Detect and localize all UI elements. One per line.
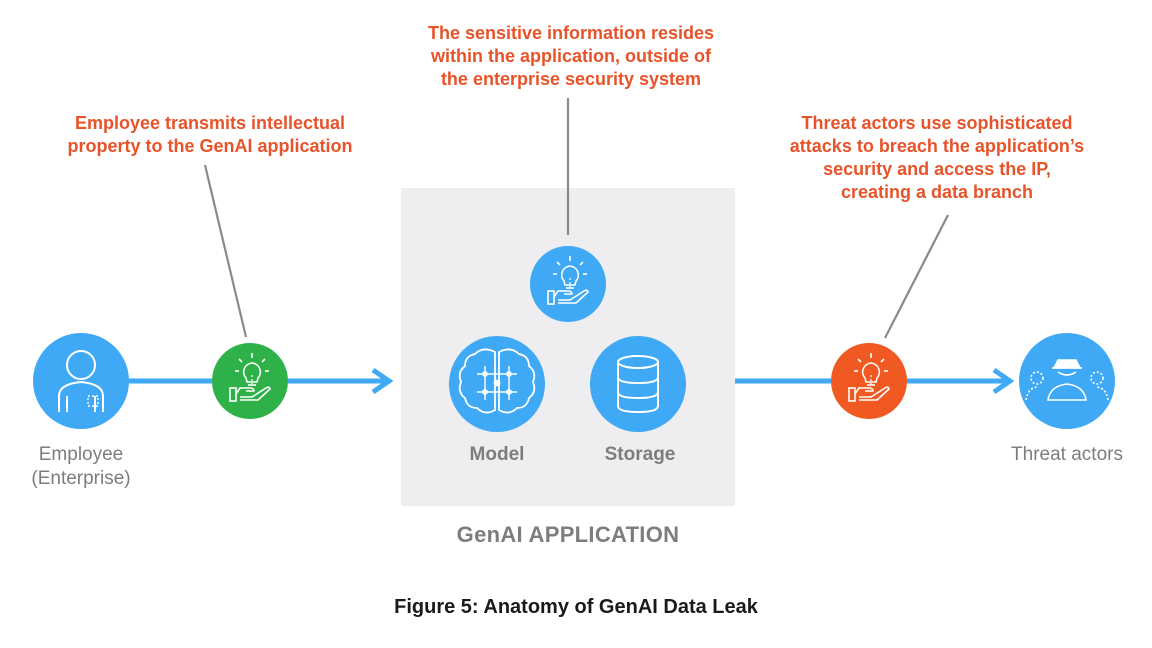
callout-line: creating a data branch xyxy=(840,182,1034,202)
database-icon xyxy=(617,355,659,414)
threat-actors-node xyxy=(1019,333,1115,429)
model-label: Model xyxy=(469,444,525,465)
genai-application-title: GenAI APPLICATION xyxy=(456,522,680,547)
hooded-figures-icon xyxy=(1025,359,1109,401)
person-icon xyxy=(58,350,104,412)
callout-line: Employee transmits intellectual xyxy=(74,113,346,133)
brain-circuit-icon xyxy=(458,348,536,414)
employee-label-line1: Employee xyxy=(38,444,124,465)
employee-node xyxy=(33,333,129,429)
flow-arrowhead-to-app xyxy=(371,367,394,395)
leader-line-employee-transmits xyxy=(203,164,248,338)
callout-line: The sensitive information resides xyxy=(427,23,715,43)
callout-line: within the application, outside of xyxy=(431,46,711,66)
callout-line: the enterprise security system xyxy=(440,69,702,89)
genai-application-box xyxy=(401,188,735,506)
storage-label: Storage xyxy=(604,444,676,465)
figure-caption: Figure 5: Anatomy of GenAI Data Leak xyxy=(394,596,758,618)
threat-actors-label: Threat actors xyxy=(1011,444,1123,465)
model-node xyxy=(449,336,545,432)
leader-line-threat-actors xyxy=(884,214,949,339)
ip-sent-circle xyxy=(212,343,288,419)
employee-label-line2: (Enterprise) xyxy=(31,468,131,489)
ip-stored-node xyxy=(530,246,606,322)
employee-label: Employee (Enterprise) xyxy=(16,443,146,491)
ip-breached-circle xyxy=(831,343,907,419)
callout-employee-transmits: Employee transmits intellectual property… xyxy=(40,112,380,158)
callout-line: property to the GenAI application xyxy=(67,136,353,156)
callout-sensitive-info: The sensitive information resides within… xyxy=(396,22,746,91)
callout-line: Threat actors use sophisticated xyxy=(801,113,1073,133)
callout-line: security and access the IP, xyxy=(823,159,1051,179)
ip-stored-circle xyxy=(530,246,606,322)
callout-line: attacks to breach the application’s xyxy=(789,136,1085,156)
storage-node xyxy=(590,336,686,432)
ip-sent-node xyxy=(212,343,288,419)
threat-actors-circle xyxy=(1019,333,1115,429)
ip-breached-node xyxy=(831,343,907,419)
flow-arrowhead-to-actors xyxy=(992,367,1015,395)
callout-threat-actors-breach: Threat actors use sophisticated attacks … xyxy=(762,112,1112,204)
